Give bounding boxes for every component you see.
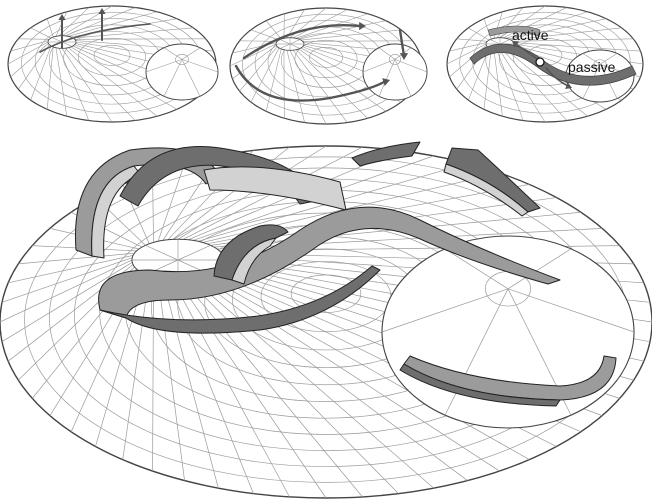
panel-2-disc: [230, 8, 427, 124]
pivot-point: [536, 58, 544, 66]
pool-outline: [146, 44, 218, 100]
active-label: active: [512, 27, 549, 43]
passive-label: passive: [568, 59, 616, 75]
pool-outline: [363, 44, 427, 100]
panel-1-disc: [8, 6, 218, 122]
